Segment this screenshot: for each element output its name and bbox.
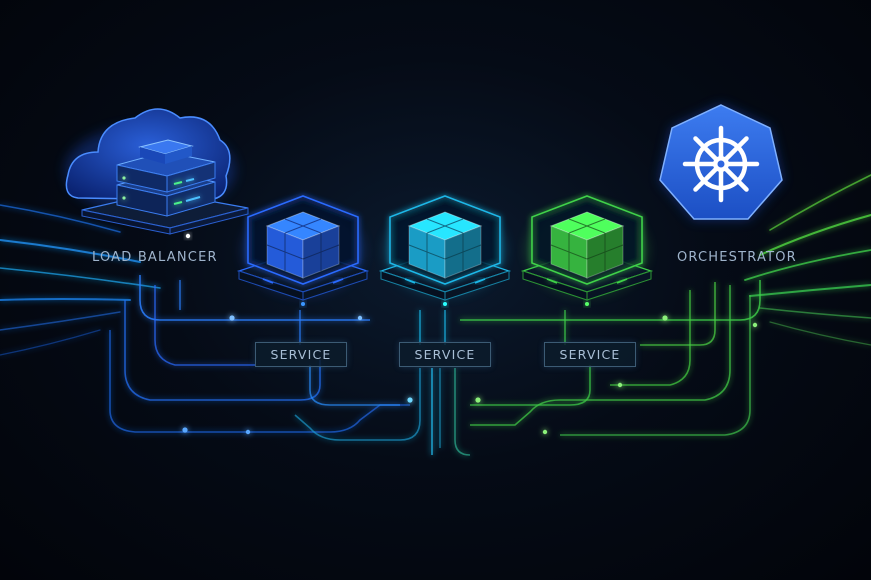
cloud-server-icon (65, 108, 249, 239)
service-node-3 (520, 195, 654, 306)
circuit-nodes (182, 315, 758, 435)
service-label-1: SERVICE (255, 342, 347, 367)
cube-stack-icon (265, 211, 341, 279)
orchestrator-label: ORCHESTRATOR (677, 250, 797, 265)
left-light-streaks (0, 204, 161, 356)
service-label-3: SERVICE (544, 342, 636, 367)
right-light-streaks (744, 174, 871, 346)
load-balancer-label: LOAD BALANCER (92, 250, 218, 265)
cube-stack-icon (549, 211, 625, 279)
service-label-2: SERVICE (399, 342, 491, 367)
circuit-lines (109, 275, 761, 456)
cube-stack-icon (407, 211, 483, 279)
service-node-2 (378, 195, 512, 306)
ship-wheel-icon (659, 104, 783, 220)
service-node-1 (236, 195, 370, 306)
